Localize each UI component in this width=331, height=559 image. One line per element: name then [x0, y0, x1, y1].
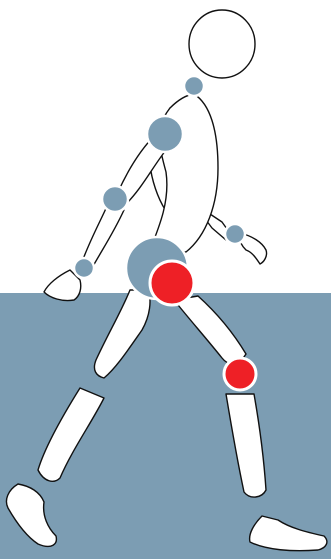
right-hip-joint-highlight [150, 261, 194, 305]
elbow-joint [102, 186, 128, 212]
ground-area [0, 293, 331, 559]
head [189, 10, 255, 78]
neck-joint [184, 76, 204, 96]
back-wrist-joint [225, 224, 245, 244]
right-knee-joint-highlight [224, 358, 256, 390]
wrist-joint [74, 258, 94, 278]
shoulder-joint [147, 116, 183, 152]
